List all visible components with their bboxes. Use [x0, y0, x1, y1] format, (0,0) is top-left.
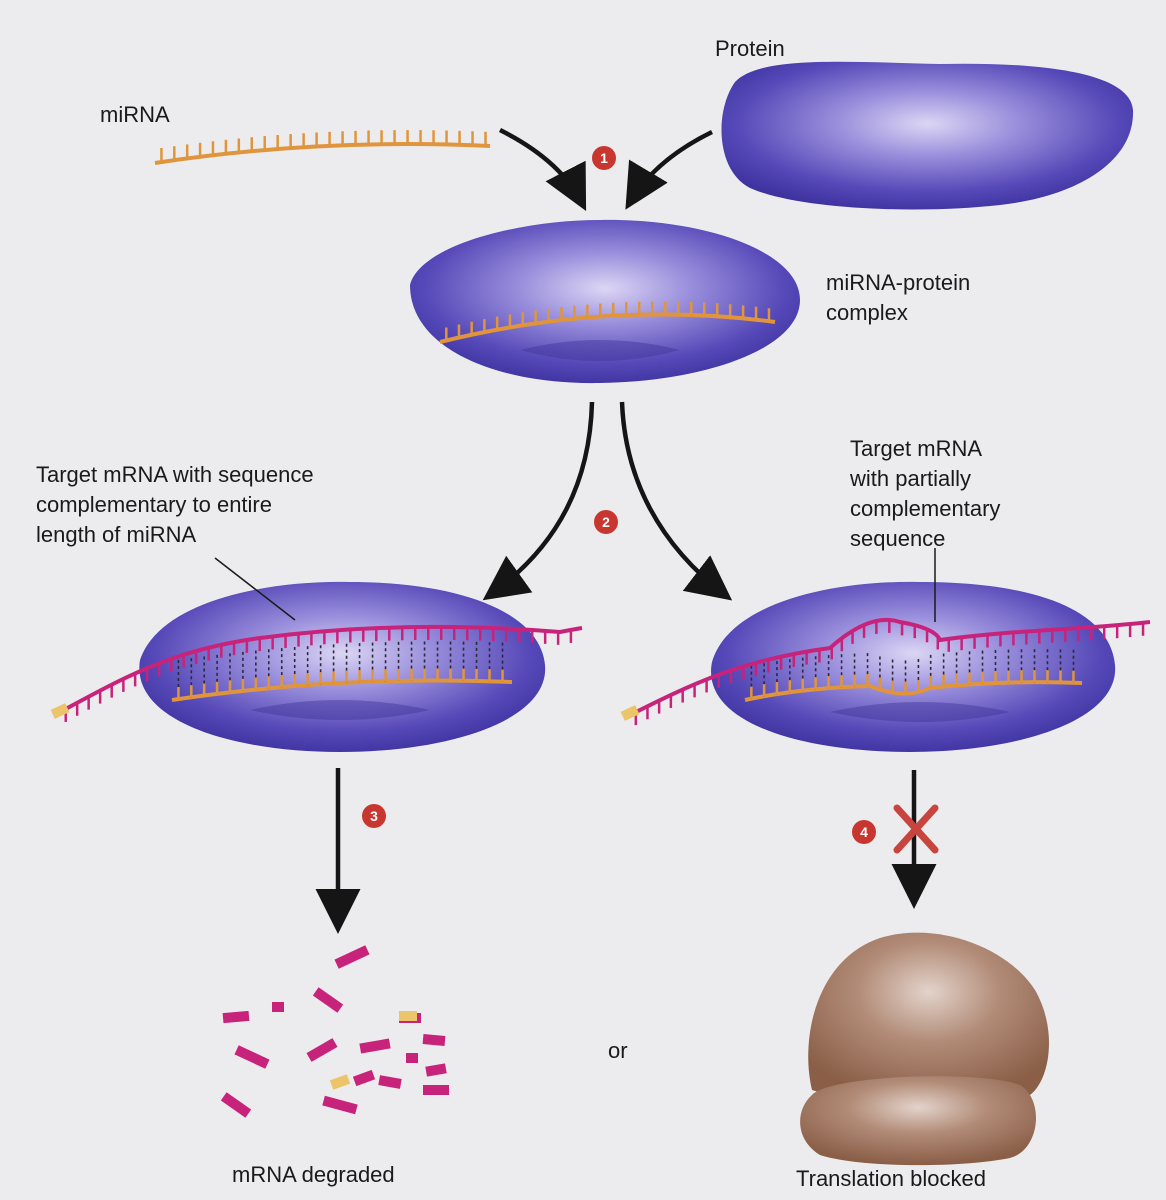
mrna-fragment — [322, 1095, 358, 1115]
mrna-fragment — [423, 1085, 449, 1095]
mrna-fragment — [222, 1010, 250, 1024]
mrna-fragment — [425, 1063, 447, 1077]
mrna-cap-fragment — [399, 1011, 417, 1021]
step-badge: 4 — [852, 820, 876, 844]
mrna-cap-fragment — [329, 1074, 351, 1090]
partial-match-complex — [620, 581, 1151, 752]
degraded-label: mRNA degraded — [232, 1162, 395, 1187]
mrna-fragment — [234, 1045, 270, 1069]
mirna-protein-complex — [410, 219, 800, 384]
full-match-complex — [50, 581, 583, 752]
mirna-label: miRNA — [100, 102, 170, 127]
mrna-fragment — [272, 1002, 284, 1012]
mrna-fragment — [312, 987, 344, 1013]
mrna-fragments — [220, 945, 449, 1118]
mrna-fragment — [306, 1038, 338, 1062]
step-badge: 2 — [594, 510, 618, 534]
cross-mark-icon — [893, 804, 939, 854]
protein-label: Protein — [715, 36, 785, 61]
mrna-fragment — [334, 945, 370, 969]
ribosome — [800, 932, 1049, 1166]
mrna-fragment — [406, 1053, 418, 1063]
mrna-fragment — [352, 1069, 376, 1087]
step-badge: 1 — [592, 146, 616, 170]
mrna-fragment — [422, 1034, 446, 1046]
step-badge: 3 — [362, 804, 386, 828]
blocked-label: Translation blocked — [796, 1166, 986, 1191]
or-label: or — [608, 1038, 628, 1063]
mrna-fragment — [220, 1092, 252, 1118]
protein-blob — [721, 61, 1134, 210]
free-mirna — [154, 130, 491, 165]
mrna-fragment — [359, 1038, 391, 1054]
arrow-icon — [315, 127, 937, 934]
mrna-fragment — [378, 1075, 402, 1089]
pointer-full-target — [214, 557, 296, 621]
